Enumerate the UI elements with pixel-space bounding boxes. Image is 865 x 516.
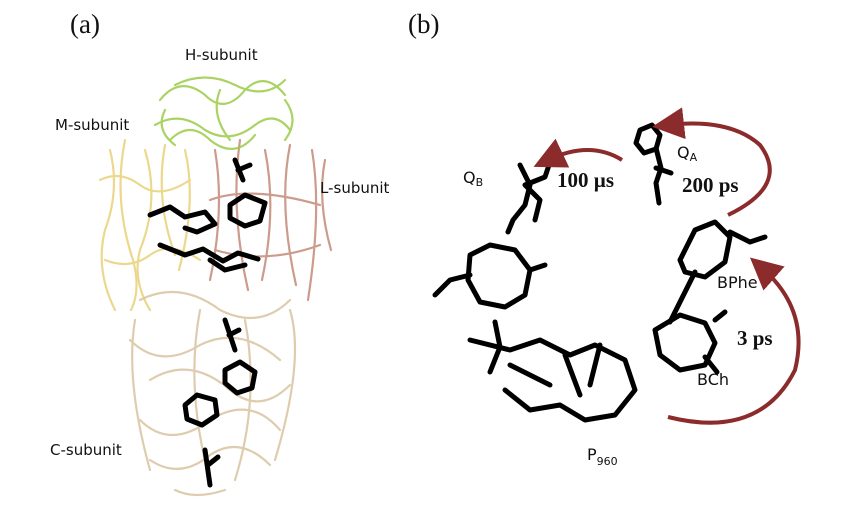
c-subunit-label: C-subunit	[50, 441, 122, 459]
panel-label-a: (a)	[70, 9, 100, 39]
qa-label: QA	[677, 143, 698, 164]
arrow-3ps	[667, 257, 801, 425]
cofactors-in-protein	[147, 157, 268, 488]
rate-3ps: 3 ps	[737, 326, 773, 350]
rate-200ps: 200 ps	[682, 173, 739, 197]
p960-molecule	[467, 337, 638, 423]
p960-label: P960	[587, 445, 618, 468]
arrow-200ps	[652, 107, 772, 217]
l-subunit-helices	[208, 138, 333, 302]
panel-label-b: (b)	[408, 9, 439, 39]
qb-molecule	[505, 159, 553, 235]
bphe-left-molecule	[432, 242, 548, 375]
m-subunit-helices	[98, 138, 202, 312]
cofactor-chain	[432, 122, 768, 423]
qb-label: QB	[463, 168, 483, 189]
bphe-label: BPhe	[717, 273, 758, 292]
h-subunit-loops	[153, 76, 294, 150]
l-subunit-label: L-subunit	[320, 179, 390, 197]
h-subunit-label: H-subunit	[185, 46, 258, 64]
bch-molecule	[652, 309, 728, 375]
m-subunit-label: M-subunit	[55, 116, 129, 134]
bphe-molecule	[667, 219, 768, 325]
protein-structure	[98, 76, 333, 497]
bch-label: BCh	[697, 370, 729, 389]
arrow-100us	[533, 138, 624, 168]
rate-100us: 100 µs	[557, 168, 614, 192]
c-subunit-loops	[128, 290, 297, 497]
electron-transfer-arrows	[533, 107, 801, 425]
qa-molecule	[633, 122, 674, 206]
